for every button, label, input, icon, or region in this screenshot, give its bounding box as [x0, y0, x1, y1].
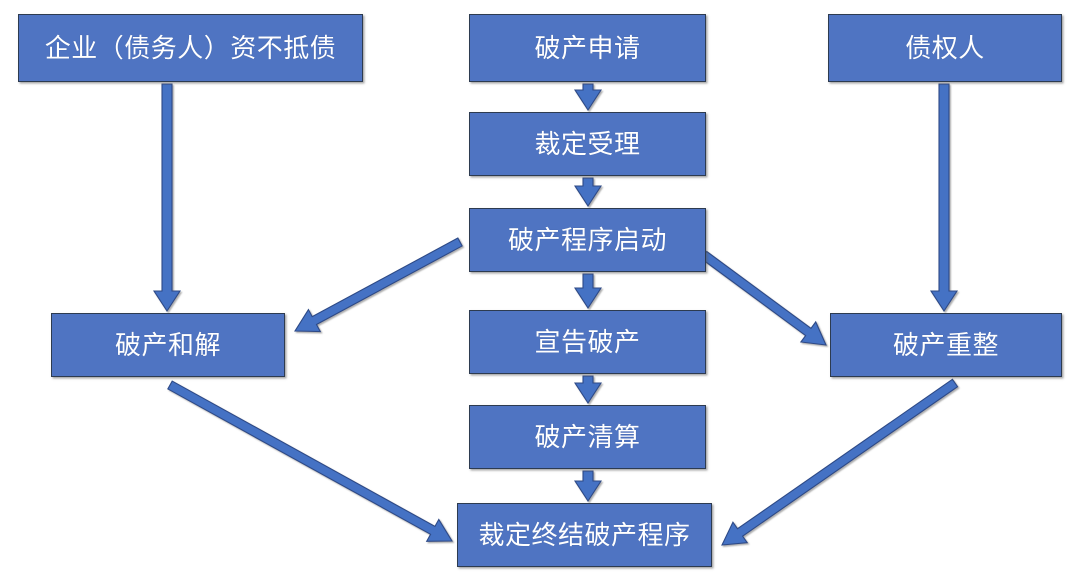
arrow-insolvency-to-reconciliation [152, 83, 182, 313]
arrow-reorganization-to-ruling-end [721, 378, 959, 546]
node-label: 破产清算 [534, 422, 641, 452]
node-application[interactable]: 破产申请 [469, 14, 706, 82]
node-declaration[interactable]: 宣告破产 [469, 310, 706, 374]
node-reconciliation[interactable]: 破产和解 [51, 313, 285, 377]
node-insolvency[interactable]: 企业（债务人）资不抵债 [18, 14, 363, 82]
node-label: 破产程序启动 [507, 225, 667, 255]
node-label: 债权人 [905, 33, 985, 63]
arrow-ruling-accept-to-procedure-start [573, 177, 603, 208]
node-label: 破产申请 [534, 33, 641, 63]
node-label: 企业（债务人）资不抵债 [44, 33, 337, 63]
node-ruling-accept[interactable]: 裁定受理 [469, 112, 706, 176]
arrow-procedure-start-to-reconciliation [294, 237, 463, 333]
node-liquidation[interactable]: 破产清算 [469, 405, 706, 469]
node-label: 破产重整 [892, 330, 999, 360]
node-procedure-start[interactable]: 破产程序启动 [469, 208, 706, 272]
node-label: 宣告破产 [534, 327, 641, 357]
arrow-application-to-ruling-accept [573, 83, 603, 112]
node-reorganization[interactable]: 破产重整 [830, 313, 1062, 377]
arrow-procedure-start-to-declaration [573, 273, 603, 310]
arrow-declaration-to-liquidation [573, 375, 603, 405]
arrow-procedure-start-to-reorganization [700, 250, 827, 346]
arrow-reconciliation-to-ruling-end [167, 380, 453, 542]
node-label: 裁定受理 [534, 129, 641, 159]
node-label: 裁定终结破产程序 [478, 520, 691, 550]
node-creditor[interactable]: 债权人 [828, 14, 1062, 82]
node-label: 破产和解 [114, 330, 221, 360]
arrow-creditor-to-reorganization [929, 83, 959, 313]
node-ruling-end[interactable]: 裁定终结破产程序 [457, 503, 712, 567]
arrow-liquidation-to-ruling-end [573, 470, 603, 503]
